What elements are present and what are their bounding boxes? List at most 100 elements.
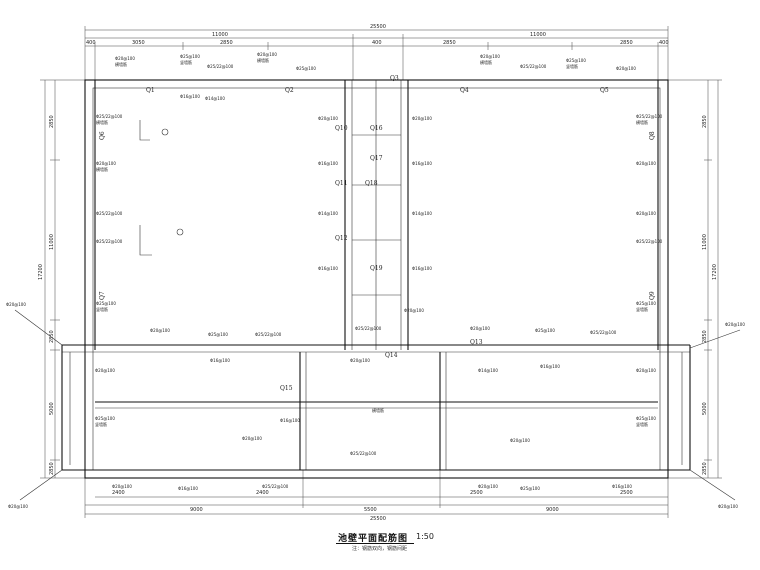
wall-code-q19: Q19 — [370, 265, 383, 272]
rebar-label: Φ20@100 — [470, 326, 490, 331]
rebar-label: Φ20@100 — [636, 161, 656, 166]
wall-code-q3: Q3 — [390, 75, 399, 82]
right-seg-dim-1: 11000 — [702, 234, 708, 250]
top-half-dim-left: 11000 — [212, 32, 228, 38]
rebar-label: 竖墙筋 — [636, 306, 648, 312]
rebar-label: Φ16@100 — [180, 94, 200, 99]
rebar-label: Φ25/22@100 — [520, 64, 547, 69]
bottom-dimensions: 25500 9000 5500 9000 2400 2400 2500 2500 — [84, 470, 669, 522]
rebar-label: Φ25@100 — [566, 58, 586, 63]
rebar-label: Φ25/22@100 — [355, 326, 382, 331]
left-overall-dim: 17200 — [38, 264, 44, 280]
wall-code-q11: Q11 — [335, 180, 348, 187]
rebar-label: Φ20@100 — [318, 116, 338, 121]
rebar-label: 横墙筋 — [372, 407, 384, 413]
rebar-label: 横墙筋 — [96, 119, 108, 125]
rebar-label: Φ20@100 — [636, 211, 656, 216]
rebar-label: 横墙筋 — [257, 57, 269, 63]
rebar-label: Φ20@100 — [412, 116, 432, 121]
wall-code-q18: Q18 — [365, 180, 378, 187]
bottom-sub-dim-1: 2400 — [256, 490, 269, 496]
wall-code-q14: Q14 — [385, 352, 398, 359]
rebar-label: Φ25/22@100 — [636, 114, 663, 119]
wall-code-q2: Q2 — [285, 87, 294, 94]
rebar-label: Φ14@100 — [478, 368, 498, 373]
wall-code-q5: Q5 — [600, 87, 609, 94]
rebar-label: Φ20@100 — [8, 504, 28, 509]
rebar-label: Φ25@100 — [180, 54, 200, 59]
wall-code-q13: Q13 — [470, 339, 483, 346]
left-seg-dim-0: 2850 — [49, 115, 55, 128]
left-seg-dim-3: 5000 — [49, 402, 55, 415]
right-seg-dim-3: 5000 — [702, 402, 708, 415]
wall-code-q17: Q17 — [370, 155, 383, 162]
top-seg-dim-6: 400 — [659, 40, 669, 46]
rebar-label: 竖墙筋 — [636, 421, 648, 427]
rebar-label: Φ25/22@100 — [636, 239, 663, 244]
rebar-label: 横墙筋 — [636, 119, 648, 125]
rebar-label: Φ25/22@100 — [350, 451, 377, 456]
right-seg-dim-0: 2850 — [702, 115, 708, 128]
rebar-label: 横墙筋 — [480, 59, 492, 65]
top-seg-dim-2: 2850 — [220, 40, 233, 46]
rebar-label: Φ25@100 — [636, 416, 656, 421]
rebar-label: 横墙筋 — [96, 166, 108, 172]
wall-code-q6: Q6 — [99, 131, 106, 140]
rebar-label: Φ25/22@100 — [262, 484, 289, 489]
rebar-label: Φ20@100 — [480, 54, 500, 59]
rebar-label: Φ16@100 — [280, 418, 300, 423]
rebar-label: Φ20@100 — [478, 484, 498, 489]
rebar-label: 竖墙筋 — [180, 59, 192, 65]
rebar-label: Φ25@100 — [636, 301, 656, 306]
rebar-label: Φ25@100 — [520, 486, 540, 491]
rebar-label: Φ20@100 — [725, 322, 745, 327]
wall-code-q1: Q1 — [146, 87, 155, 94]
left-dimensions: 17200 2850 11000 2850 5000 2850 — [38, 79, 88, 479]
rebar-label: Φ25@100 — [96, 301, 116, 306]
bottom-sub-dim-3: 2500 — [620, 490, 633, 496]
right-overall-dim: 17200 — [712, 264, 718, 280]
right-seg-dim-4: 2850 — [702, 462, 708, 475]
rebar-label: Φ25/22@100 — [96, 114, 123, 119]
rebar-label: Φ20@100 — [616, 66, 636, 71]
left-seg-dim-4: 2850 — [49, 462, 55, 475]
rebar-callouts: Φ20@100 横墙筋 Φ25@100 竖墙筋 Φ25/22@100 Φ20@1… — [6, 52, 745, 509]
rebar-label: Φ16@100 — [412, 161, 432, 166]
wall-code-q4: Q4 — [460, 87, 469, 94]
top-seg-dim-5: 2850 — [620, 40, 633, 46]
rebar-label: Φ25/22@100 — [96, 211, 123, 216]
rebar-label: Φ16@100 — [612, 484, 632, 489]
rebar-label: Φ16@100 — [318, 161, 338, 166]
rebar-label: Φ16@100 — [210, 358, 230, 363]
drawing-scale: 1:50 — [416, 532, 434, 541]
drawing-title: 池壁平面配筋图 — [338, 534, 409, 544]
rebar-label: 竖墙筋 — [95, 421, 107, 427]
rebar-label: Φ20@100 — [96, 161, 116, 166]
rebar-label: 横墙筋 — [115, 61, 127, 67]
left-seg-dim-1: 11000 — [49, 234, 55, 250]
wall-code-q16: Q16 — [370, 125, 383, 132]
top-dimensions: 25500 11000 11000 400 3050 2850 400 2850… — [84, 24, 669, 80]
bottom-seg-dim-0: 9000 — [190, 507, 203, 513]
title-underline — [336, 543, 414, 544]
wall-code-q10: Q10 — [335, 125, 348, 132]
rebar-label: Φ16@100 — [540, 364, 560, 369]
wall-code-q9: Q9 — [649, 291, 656, 300]
rebar-label: Φ16@100 — [178, 486, 198, 491]
right-seg-dim-2: 2850 — [702, 330, 708, 343]
drawing-note: 注：钢筋双向，钢筋间距 — [352, 546, 408, 552]
top-seg-dim-0: 400 — [86, 40, 96, 46]
rebar-label: Φ14@100 — [205, 96, 225, 101]
rebar-label: Φ20@100 — [257, 52, 277, 57]
bottom-sub-dim-0: 2400 — [112, 490, 125, 496]
rebar-label: Φ25/22@100 — [255, 332, 282, 337]
rebar-label: Φ20@100 — [636, 368, 656, 373]
rebar-label: Φ25@100 — [208, 332, 228, 337]
rebar-label: Φ25/22@100 — [590, 330, 617, 335]
rebar-label: Φ25/22@100 — [96, 239, 123, 244]
rebar-label: Φ25@100 — [296, 66, 316, 71]
rebar-label: Φ20@100 — [404, 308, 424, 313]
rebar-label: 竖墙筋 — [566, 63, 578, 69]
bottom-seg-dim-2: 9000 — [546, 507, 559, 513]
wall-codes: Q1 Q2 Q3 Q4 Q5 Q6 Q7 Q8 Q9 Q10 Q11 Q12 Q… — [99, 75, 656, 392]
